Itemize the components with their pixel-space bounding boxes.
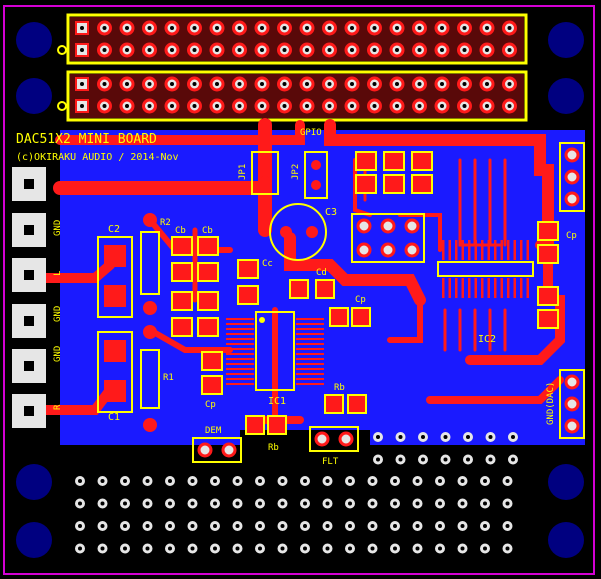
right-header-bottom xyxy=(559,369,585,439)
rb-resistor-a xyxy=(324,394,367,414)
rb-label-a: Rb xyxy=(334,383,345,393)
board-title: DAC51X2 MINI BOARD xyxy=(16,132,157,147)
connector-label: R xyxy=(53,404,63,410)
cp-capacitor-c xyxy=(537,221,559,329)
c1-capacitor xyxy=(97,331,133,413)
board-outline xyxy=(3,5,595,575)
cap-row-top xyxy=(355,151,433,194)
gnd-dac-label: GND(DAC) xyxy=(546,382,556,425)
right-header-top xyxy=(559,142,585,212)
cb-capacitors xyxy=(171,236,219,337)
jp1-jumper xyxy=(251,151,279,195)
rb-label-b: Rb xyxy=(268,443,279,453)
cp-capacitor-b xyxy=(201,351,223,395)
rb-resistor-b xyxy=(245,415,287,435)
gpio-label: GPIO xyxy=(300,128,322,138)
dem-label: DEM xyxy=(205,426,222,436)
cb-label-b: Cb xyxy=(202,226,213,236)
cp-capacitor-a xyxy=(329,307,371,327)
connector-label: GND xyxy=(53,220,63,236)
r1-label: R1 xyxy=(163,373,174,383)
jp2-label: JP2 xyxy=(291,164,301,180)
ic2-chip xyxy=(437,261,534,277)
gpio-header-top xyxy=(66,13,528,65)
dem-header xyxy=(192,437,242,463)
cb-label-a: Cb xyxy=(175,226,186,236)
c2-capacitor xyxy=(97,236,133,318)
flt-label: FLT xyxy=(322,457,339,467)
pin1-marker xyxy=(57,101,67,111)
connector-label: L xyxy=(53,271,63,276)
cp-label-b: Cp xyxy=(205,400,216,410)
left-connectors: GND L GND GND R xyxy=(12,167,63,428)
ic2-pins xyxy=(442,240,529,298)
cc-label: Cc xyxy=(262,259,273,269)
c1-label: C1 xyxy=(108,412,120,423)
header-3x2 xyxy=(351,213,425,263)
jp1-label: JP1 xyxy=(238,164,248,180)
r2-resistor xyxy=(140,213,160,315)
ic1-pins xyxy=(226,318,324,385)
cp-label-c: Cp xyxy=(566,231,577,241)
pin1-marker xyxy=(57,45,67,55)
connector-label: GND xyxy=(53,306,63,322)
cd-label: Cd xyxy=(316,268,327,278)
flt-header xyxy=(309,426,359,452)
c3-capacitor xyxy=(269,203,327,261)
prototyping-grid xyxy=(75,432,518,554)
board-copyright: (c)OKIRAKU AUDIO / 2014-Nov xyxy=(16,152,179,163)
cp-label-a: Cp xyxy=(355,295,366,305)
ic1-label: IC1 xyxy=(268,396,286,407)
jp2-jumper xyxy=(304,151,328,199)
cc-capacitor xyxy=(237,259,259,305)
mounting-holes xyxy=(16,22,584,558)
ic1-chip xyxy=(255,311,295,391)
gpio-pins xyxy=(75,20,517,114)
gpio-header-bottom xyxy=(66,70,528,122)
r1-resistor xyxy=(140,325,160,432)
r2-label: R2 xyxy=(160,218,171,228)
c2-label: C2 xyxy=(108,224,120,235)
cd-capacitor xyxy=(289,279,335,299)
connector-label: GND xyxy=(53,346,63,362)
ic2-label: IC2 xyxy=(478,334,496,345)
c3-label: C3 xyxy=(325,207,337,218)
